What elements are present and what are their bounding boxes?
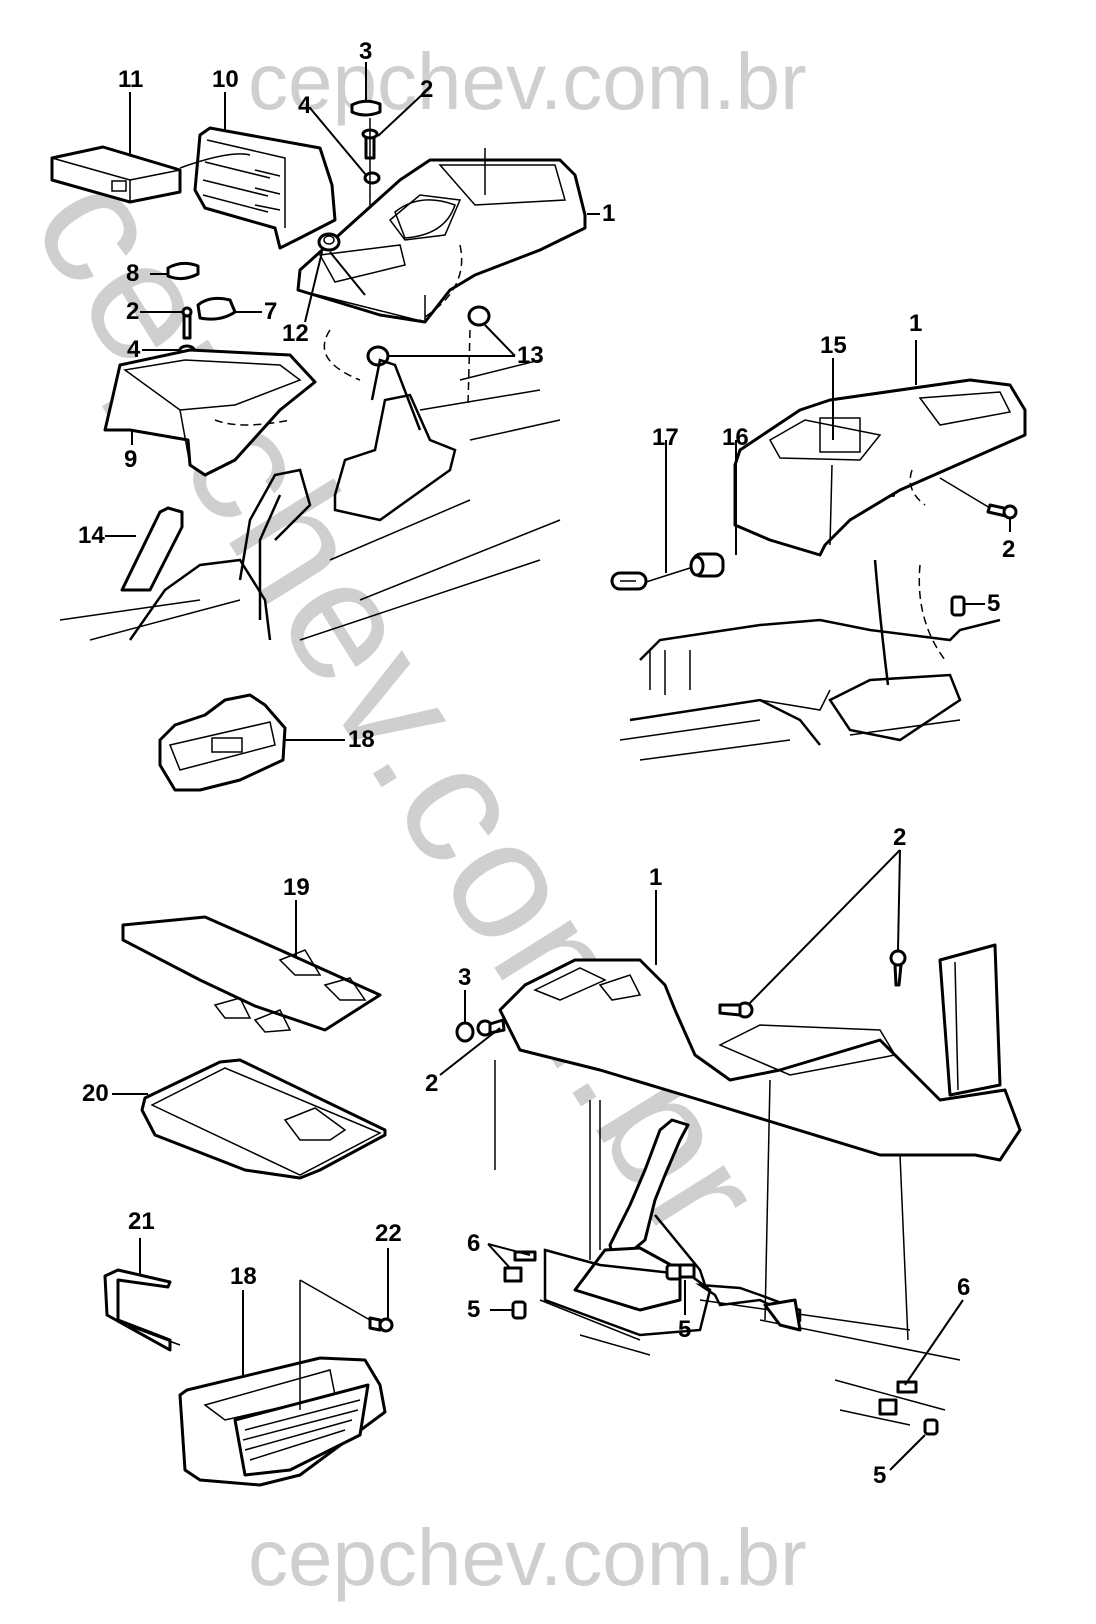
leader-5d: [889, 1434, 926, 1471]
callout-15: 15: [820, 332, 847, 359]
part-2-screw-long-c: [476, 1018, 506, 1037]
callout-2: 2: [420, 76, 434, 103]
part-1-console-top: [296, 148, 587, 324]
callout-20: 20: [82, 1080, 109, 1107]
leader-13b: [484, 324, 516, 357]
callout-5: 5: [873, 1462, 887, 1489]
callout-22: 22: [375, 1220, 402, 1247]
callout-1: 1: [649, 864, 663, 891]
callout-8: 8: [126, 260, 140, 287]
callout-2: 2: [126, 298, 140, 325]
leader-6b: [904, 1299, 964, 1386]
callout-21: 21: [128, 1208, 155, 1235]
part-2-screw-long-a: [718, 1001, 754, 1019]
callout-7: 7: [264, 298, 278, 325]
part-21-bracket: [103, 1268, 172, 1352]
part-11-radio-unit: [50, 145, 182, 204]
part-5-nut-right: [923, 1418, 939, 1436]
callout-2: 2: [893, 824, 907, 851]
callout-3: 3: [458, 964, 472, 991]
part-19-tray-insert: [121, 915, 382, 1033]
part-5-clip-right: [950, 595, 966, 617]
leader-6a-2: [487, 1243, 511, 1269]
shifter-and-floor: [539, 1118, 961, 1361]
callout-17: 17: [652, 424, 679, 451]
part-5-nut-center: [665, 1263, 696, 1281]
watermark-bottom: cepchev.com.br: [248, 1513, 807, 1602]
part-13-grommet-b: [467, 305, 491, 327]
callout-1: 1: [909, 310, 923, 337]
callout-3: 3: [359, 38, 373, 65]
leader-2d-a: [747, 849, 901, 1006]
callout-18: 18: [230, 1263, 257, 1290]
part-1-console-automatic: [733, 378, 1027, 557]
part-6-clip-right: [878, 1380, 918, 1416]
callout-4: 4: [298, 92, 312, 119]
leader-2d-b: [897, 849, 901, 951]
callout-4: 4: [127, 336, 141, 363]
callout-2: 2: [1002, 536, 1016, 563]
callout-12: 12: [282, 320, 309, 347]
part-10-instrument-housing: [179, 126, 337, 250]
leader-2e: [439, 1027, 501, 1076]
callout-19: 19: [283, 874, 310, 901]
part-2-screw-long-b: [889, 949, 907, 987]
part-7-cover: [196, 296, 237, 321]
part-8-cap: [166, 261, 200, 281]
part-9-console-rear: [103, 348, 317, 477]
part-18-ashtray-small: [158, 693, 287, 792]
floor-tunnel-manual: [59, 329, 561, 641]
part-3-plug: [455, 1021, 475, 1043]
leader-6a-1: [487, 1243, 531, 1256]
part-20-tray: [140, 1058, 387, 1180]
part-16-socket: [689, 552, 725, 578]
part-5-nut-left: [511, 1300, 527, 1320]
leader-12: [304, 251, 323, 323]
part-3-cap: [350, 99, 382, 117]
part-2-screw-right: [986, 503, 1018, 520]
callout-1: 1: [602, 200, 616, 227]
part-1-console-long: [494, 943, 1022, 1341]
callout-9: 9: [124, 446, 138, 473]
part-17-bulb: [610, 571, 648, 591]
callout-6: 6: [467, 1230, 481, 1257]
part-4-washer-top: [363, 171, 381, 185]
part-2-screw-left: [181, 306, 193, 340]
leader-2a: [377, 91, 426, 137]
callout-5: 5: [678, 1316, 692, 1343]
part-12-grommet: [317, 232, 341, 252]
callout-16: 16: [722, 424, 749, 451]
leader-12b: [329, 251, 366, 296]
part-18-ashtray-assembly: [178, 1356, 387, 1487]
callout-14: 14: [78, 522, 105, 549]
callout-5: 5: [467, 1296, 481, 1323]
part-22-screw: [368, 1316, 394, 1333]
watermark-top: cepchev.com.br: [248, 37, 807, 126]
floor-tunnel-automatic: [619, 559, 1001, 761]
part-14-trim: [120, 506, 184, 592]
part-6-clip-left: [503, 1250, 537, 1283]
callout-2: 2: [425, 1070, 439, 1097]
leader-4a: [309, 107, 367, 176]
callout-11: 11: [118, 66, 144, 93]
callout-10: 10: [212, 66, 239, 93]
callout-18: 18: [348, 726, 375, 753]
callout-13: 13: [517, 342, 544, 369]
callout-6: 6: [957, 1274, 971, 1301]
callout-5: 5: [987, 590, 1001, 617]
